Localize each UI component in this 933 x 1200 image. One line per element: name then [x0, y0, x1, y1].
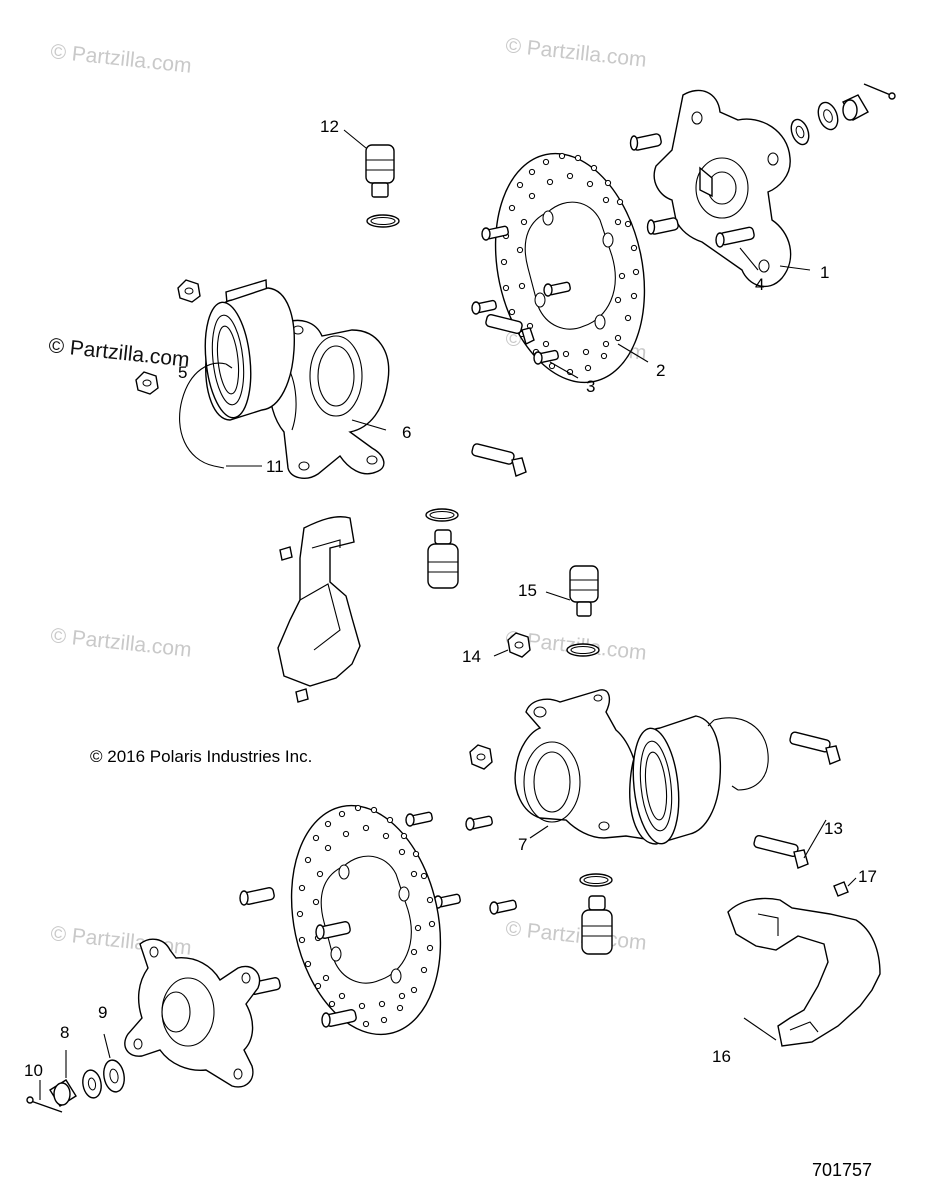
wheel-stud — [715, 226, 755, 248]
callout-8: 8 — [60, 1023, 69, 1042]
snap-ring — [425, 508, 459, 522]
washer — [103, 1059, 125, 1093]
snap-ring — [579, 873, 613, 887]
callout-4: 4 — [755, 275, 764, 294]
long-bolt — [789, 731, 841, 765]
hub-lower — [124, 938, 261, 1088]
disc-drill-holes — [500, 152, 640, 376]
watermark: © Partzilla.com — [49, 40, 192, 78]
wheel-stud — [315, 921, 351, 940]
cotter-pin — [863, 83, 896, 100]
washer — [82, 1069, 102, 1099]
wheel-stud — [321, 1009, 357, 1028]
ball-joint — [581, 895, 613, 955]
flange-nut — [177, 279, 201, 303]
caliper-bracket-lower — [727, 897, 881, 1047]
brake-disc-upper — [494, 152, 646, 384]
callout-12: 12 — [320, 117, 339, 136]
callout-1: 1 — [820, 263, 829, 282]
disc-bolt — [543, 281, 571, 297]
callout-11: 11 — [266, 457, 284, 476]
wheel-bearing-lower — [629, 715, 722, 845]
caliper-bracket-upper — [277, 516, 361, 687]
snap-ring-upper — [179, 362, 233, 469]
snap-ring — [566, 643, 600, 657]
watermark: © Partzilla.com — [49, 624, 192, 662]
brake-disc-lower — [290, 804, 442, 1036]
callout-17: 17 — [858, 867, 877, 886]
disc-bolt — [433, 893, 461, 909]
ball-joint — [427, 529, 459, 589]
screw — [279, 546, 293, 561]
flange-nut — [507, 632, 531, 658]
flange-nut — [469, 744, 493, 770]
wheel-stud — [629, 133, 662, 151]
disc-bolt — [471, 299, 497, 315]
hub-upper — [653, 89, 792, 288]
washer — [817, 101, 839, 131]
long-bolt — [471, 443, 527, 477]
callout-16: 16 — [712, 1047, 731, 1066]
wheel-stud — [239, 887, 275, 906]
callout-15: 15 — [518, 581, 537, 600]
flange-nut — [135, 371, 159, 395]
wheel-stud — [646, 217, 679, 235]
callout-6: 6 — [402, 423, 411, 442]
screw — [295, 688, 309, 703]
castle-nut — [842, 94, 869, 121]
figure-number: 701757 — [812, 1160, 872, 1180]
wheel-bearing-upper — [204, 279, 295, 421]
callout-9: 9 — [98, 1003, 107, 1022]
screw — [833, 881, 849, 897]
watermark: © Partzilla.com — [504, 917, 647, 955]
ball-joint-lower — [569, 565, 599, 617]
disc-bolt — [489, 899, 517, 915]
disc-bolt — [465, 815, 493, 831]
washer — [790, 118, 810, 146]
callout-7: 7 — [518, 835, 527, 854]
callout-2: 2 — [656, 361, 665, 380]
disc-bolt — [481, 225, 509, 241]
callout-5: 5 — [178, 363, 187, 382]
disc-bolt — [405, 811, 433, 827]
long-bolt — [485, 313, 535, 346]
castle-nut — [49, 1079, 77, 1107]
ball-joint-upper — [365, 144, 400, 228]
callout-10: 10 — [24, 1061, 43, 1080]
copyright-notice: © 2016 Polaris Industries Inc. — [90, 747, 312, 766]
cotter-pin — [26, 1096, 63, 1113]
long-bolt — [753, 835, 809, 869]
snap-ring-lower — [707, 717, 769, 791]
callout-14: 14 — [462, 647, 481, 666]
disc-drill-holes — [296, 804, 436, 1028]
callout-13: 13 — [824, 819, 843, 838]
callout-3: 3 — [586, 377, 595, 396]
disc-bolt — [533, 349, 559, 365]
watermark: © Partzilla.com — [47, 334, 190, 372]
watermark: © Partzilla.com — [504, 34, 647, 72]
